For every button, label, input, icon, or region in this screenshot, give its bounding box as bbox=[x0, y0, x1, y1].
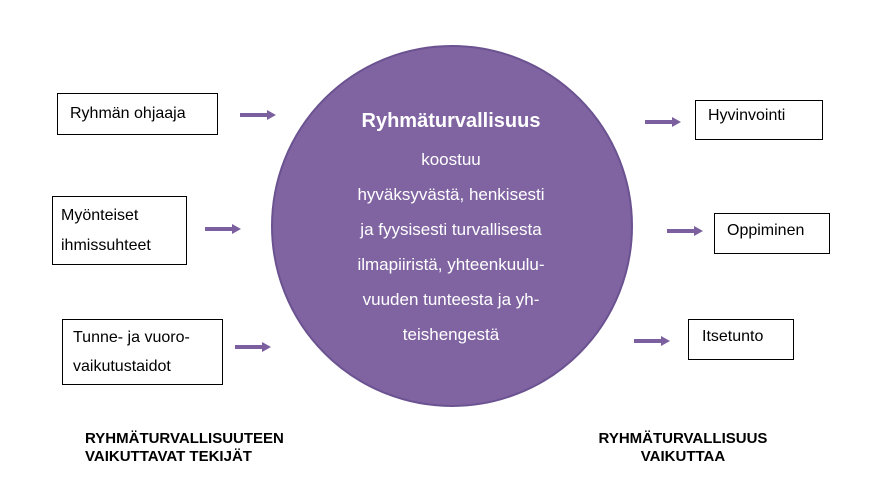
center-line: ja fyysisesti turvallisesta bbox=[360, 220, 542, 239]
factors-heading-line: RYHMÄTURVALLISUUTEEN bbox=[85, 430, 284, 447]
factor-box-skills: Tunne- ja vuoro- vaikutustaidot bbox=[62, 319, 223, 385]
factor-box-group-leader: Ryhmän ohjaaja bbox=[57, 93, 218, 135]
effects-heading-line: RYHMÄTURVALLISUUS bbox=[598, 430, 768, 447]
factors-heading-line: VAIKUTTAVAT TEKIJÄT bbox=[85, 448, 252, 465]
center-title: Ryhmäturvallisuus bbox=[361, 110, 541, 132]
arrow-right-icon bbox=[645, 117, 681, 127]
effects-heading-line: VAIKUTTAA bbox=[640, 448, 726, 465]
center-text: Ryhmäturvallisuus koostuu hyväksyvästä, … bbox=[300, 105, 602, 352]
factor-label: Ryhmän ohjaaja bbox=[70, 105, 186, 122]
effect-box-wellbeing: Hyvinvointi bbox=[695, 100, 823, 140]
effects-heading: RYHMÄTURVALLISUUS VAIKUTTAA bbox=[563, 430, 803, 466]
center-line: vuuden tunteesta ja yh- bbox=[362, 290, 540, 309]
arrow-right-icon bbox=[667, 226, 703, 236]
center-line: ilmapiiristä, yhteenkuulu- bbox=[357, 255, 545, 274]
center-circle bbox=[271, 45, 633, 407]
effect-label: Hyvinvointi bbox=[708, 107, 786, 124]
factor-label: Myönteiset bbox=[61, 206, 139, 224]
arrow-right-icon bbox=[235, 342, 271, 352]
center-line: teishengestä bbox=[402, 325, 500, 344]
factor-label: vaikutustaidot bbox=[73, 358, 171, 375]
factor-label: ihmissuhteet bbox=[61, 236, 151, 254]
factors-heading: RYHMÄTURVALLISUUTEEN VAIKUTTAVAT TEKIJÄT bbox=[85, 430, 284, 466]
arrow-right-icon bbox=[240, 110, 276, 120]
arrow-right-icon bbox=[634, 336, 670, 346]
factor-label: Tunne- ja vuoro- bbox=[73, 329, 190, 346]
factor-box-relationships: Myönteiset ihmissuhteet bbox=[52, 196, 187, 265]
center-line: koostuu bbox=[421, 150, 481, 169]
effect-box-selfesteem: Itsetunto bbox=[688, 319, 794, 360]
effect-label: Itsetunto bbox=[702, 328, 764, 345]
center-line: hyväksyvästä, henkisesti bbox=[357, 185, 545, 204]
effect-box-learning: Oppiminen bbox=[714, 213, 830, 254]
effect-label: Oppiminen bbox=[727, 222, 805, 239]
arrow-right-icon bbox=[205, 224, 241, 234]
